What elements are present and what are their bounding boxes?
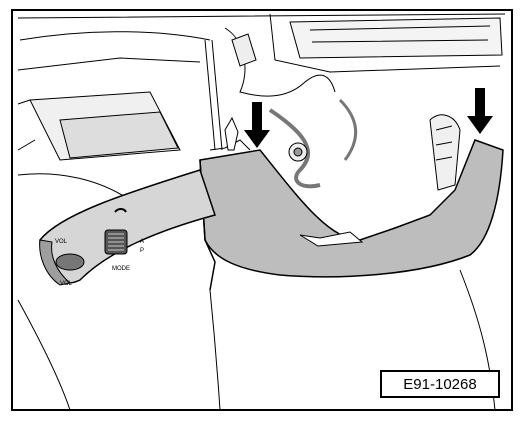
label-vol-bottom: VOL [60,281,73,287]
label-p: P [140,248,144,254]
combination-switch-stalk: VOL VOL MODE A P [39,169,216,287]
down-arrow-icon [244,102,270,148]
retaining-clip [224,116,239,151]
label-vol-top: VOL [55,239,68,245]
reference-code: E91-10268 [403,375,477,393]
label-a: A [140,239,144,245]
dashboard-background [17,13,506,411]
steering-column-cover [199,139,504,278]
reference-code-box: E91-10268 [380,370,500,398]
down-arrow-icon [467,88,493,134]
rocker-button [55,253,85,271]
label-mode: MODE [112,266,130,272]
cover-cutout [299,231,364,247]
phone-icon [114,208,127,213]
